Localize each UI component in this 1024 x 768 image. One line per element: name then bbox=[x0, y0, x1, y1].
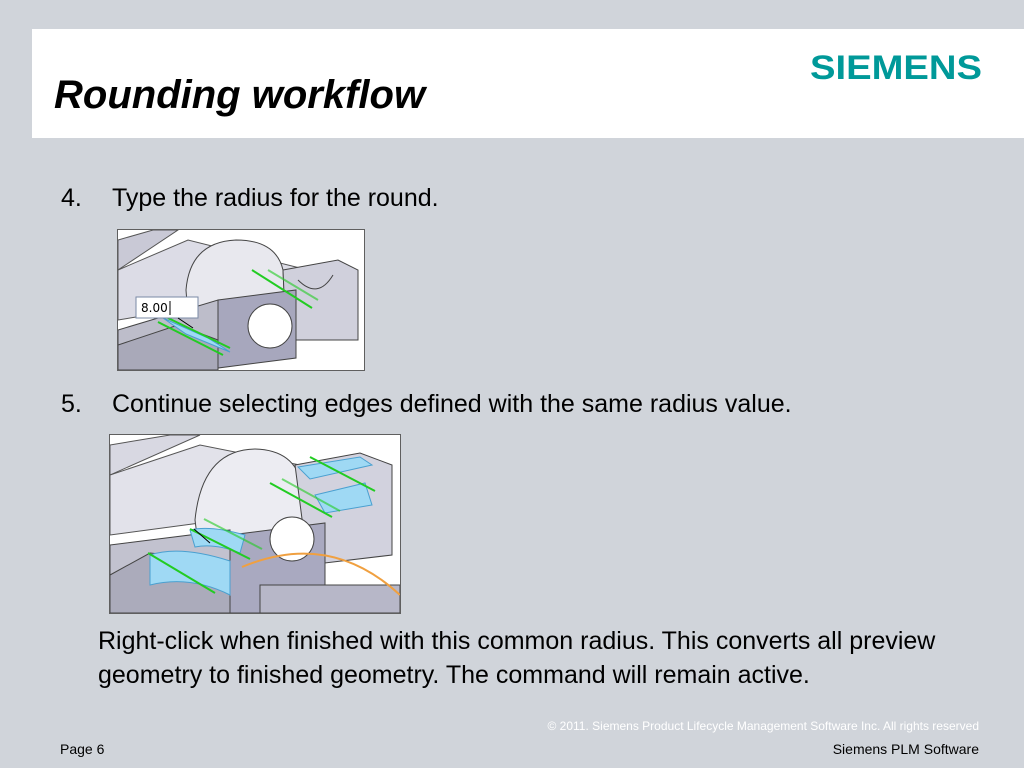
step-number: 4. bbox=[61, 184, 82, 212]
step-text: Continue selecting edges defined with th… bbox=[112, 390, 792, 418]
slide-title: Rounding workflow bbox=[54, 73, 426, 117]
page-number: Page 6 bbox=[60, 741, 105, 757]
siemens-logo: SIEMENS bbox=[810, 51, 982, 83]
step-text: Type the radius for the round. bbox=[112, 184, 439, 212]
slide-header: Rounding workflow SIEMENS bbox=[32, 29, 1024, 138]
radius-input-value: 8.00 bbox=[141, 301, 168, 315]
siemens-logo-text: SIEMENS bbox=[810, 51, 982, 83]
radius-entry-figure: 8.00 bbox=[117, 229, 365, 371]
radius-input[interactable]: 8.00 bbox=[135, 296, 199, 319]
instruction-note: Right-click when finished with this comm… bbox=[98, 627, 936, 689]
multiple-edges-figure bbox=[109, 434, 401, 614]
footer-brand: Siemens PLM Software bbox=[832, 741, 979, 757]
part-illustration: 8.00 bbox=[118, 230, 364, 370]
copyright-text: © 2011. Siemens Product Lifecycle Manage… bbox=[547, 719, 980, 733]
part-illustration bbox=[110, 435, 400, 613]
step-number: 5. bbox=[61, 390, 82, 418]
